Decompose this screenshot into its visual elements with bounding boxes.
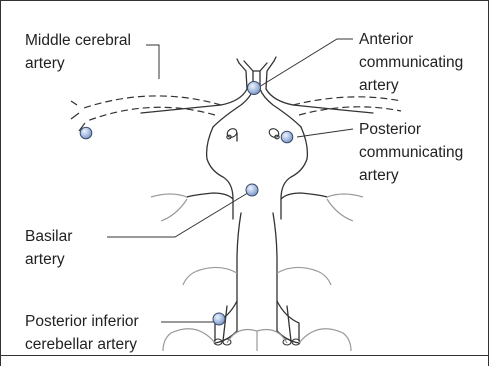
label-line: artery [359, 164, 463, 187]
label-line: artery [25, 248, 72, 271]
left-side-loop [187, 127, 237, 219]
label-middle-cerebral-artery: Middle cerebral artery [25, 29, 131, 75]
label-line: Posterior [359, 118, 463, 141]
aneurysm-basilar [246, 184, 258, 196]
label-line: cerebellar artery [25, 333, 139, 356]
basilar-trunk [215, 213, 299, 343]
mca-tip [71, 101, 85, 131]
label-line: Posterior inferior [25, 310, 139, 333]
aneurysm-pica [213, 313, 225, 325]
cerebellar-curves [151, 194, 363, 351]
aneurysm-middle-cerebral [80, 127, 92, 139]
label-line: artery [359, 74, 463, 97]
label-line: artery [25, 52, 131, 75]
label-posterior-inferior-cerebellar-artery: Posterior inferior cerebellar artery [25, 310, 139, 356]
label-line: Middle cerebral [25, 29, 131, 52]
aneurysm-posterior-communicating [281, 131, 293, 143]
leader-lines [107, 39, 353, 322]
label-basilar-artery: Basilar artery [25, 225, 72, 271]
label-posterior-communicating-artery: Posterior communicating artery [359, 118, 463, 187]
label-line: communicating [359, 51, 463, 74]
middle-cerebral-dashed [81, 96, 401, 121]
aneurysm-anterior-communicating [248, 82, 261, 95]
aneurysms [80, 82, 293, 326]
label-line: Basilar [25, 225, 72, 248]
label-line: communicating [359, 141, 463, 164]
label-anterior-communicating-artery: Anterior communicating artery [359, 28, 463, 97]
label-line: Anterior [359, 28, 463, 51]
